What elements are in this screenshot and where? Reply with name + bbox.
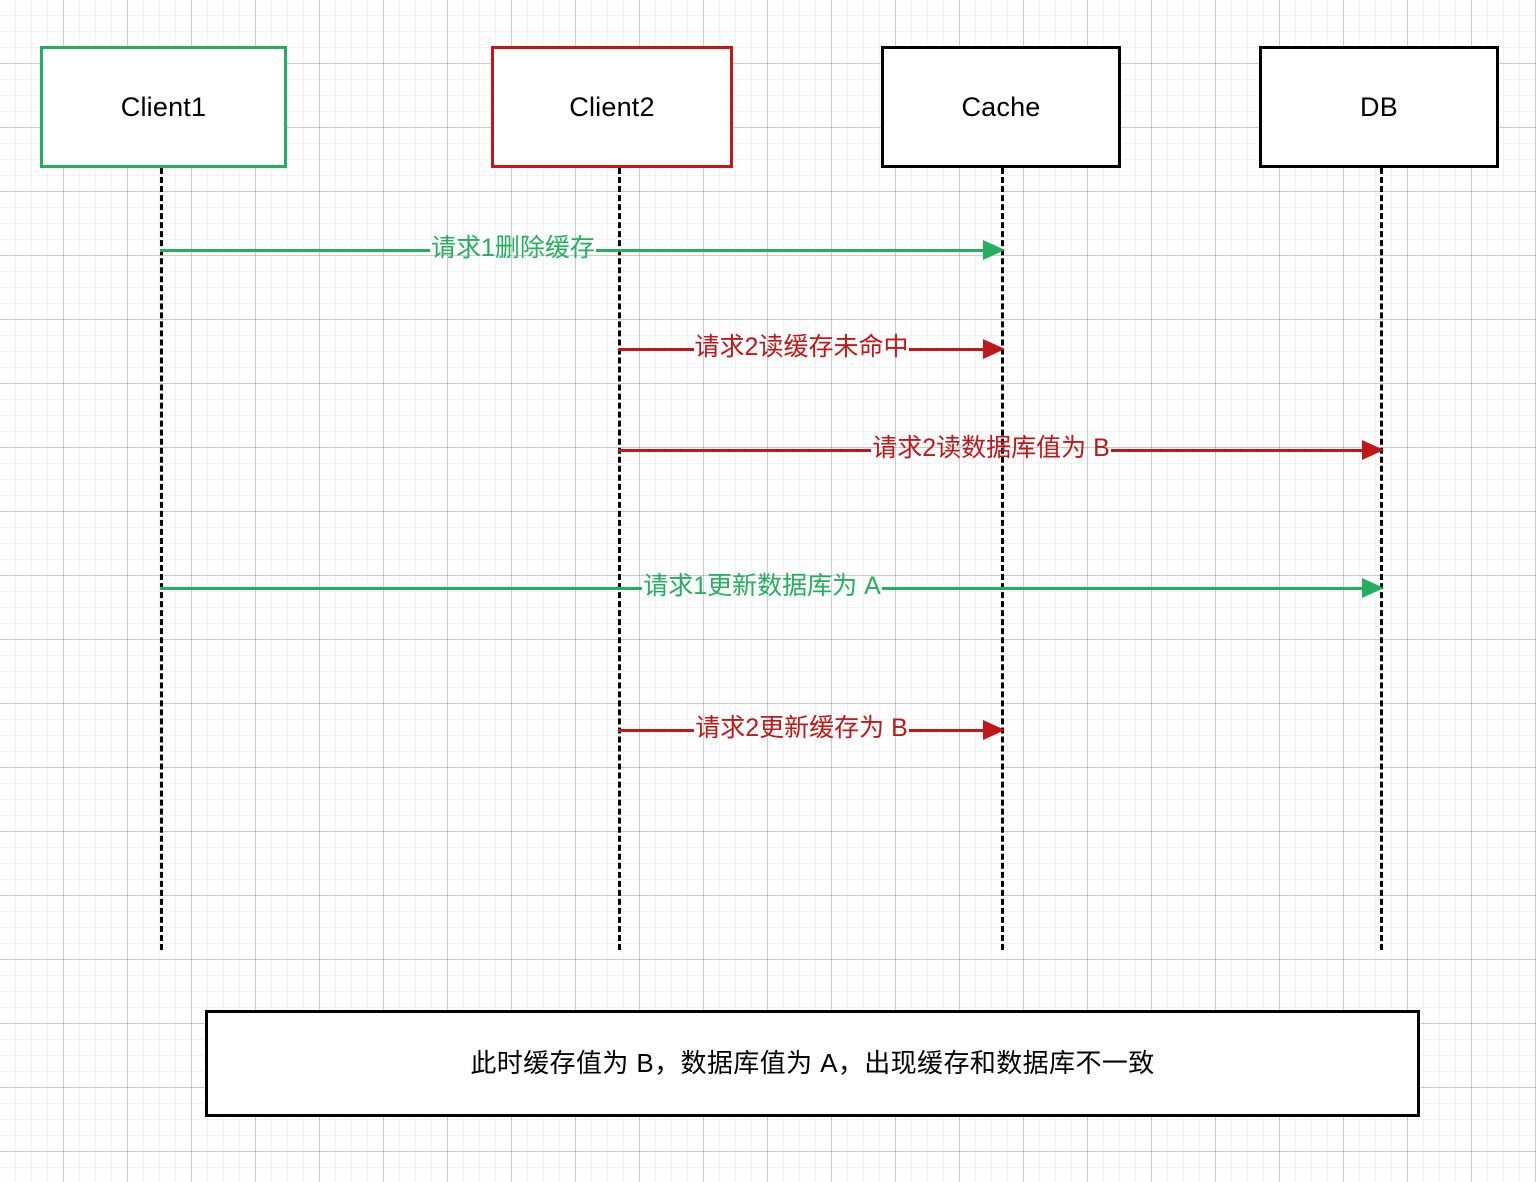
participant-box-cache[interactable]: Cache bbox=[881, 46, 1121, 168]
message-line-1b bbox=[595, 248, 985, 252]
participant-box-client2[interactable]: Client2 bbox=[491, 46, 733, 168]
participant-label-cache: Cache bbox=[961, 91, 1041, 122]
lifeline-client1 bbox=[160, 168, 163, 950]
message-arrow-4[interactable]: 请求1更新数据库为 A bbox=[160, 566, 1384, 610]
participant-label-db: DB bbox=[1360, 91, 1398, 122]
participant-box-client1[interactable]: Client1 bbox=[40, 46, 287, 168]
message-line-3b bbox=[1110, 448, 1364, 452]
message-line-5b bbox=[908, 728, 985, 732]
message-arrow-5[interactable]: 请求2更新缓存为 B bbox=[618, 708, 1005, 752]
message-line-1 bbox=[160, 248, 430, 252]
message-line-4 bbox=[160, 586, 643, 590]
note-box[interactable]: 此时缓存值为 B，数据库值为 A，出现缓存和数据库不一致 bbox=[205, 1010, 1420, 1117]
participant-box-db[interactable]: DB bbox=[1259, 46, 1499, 168]
message-label-4: 请求1更新数据库为 A bbox=[643, 571, 881, 600]
lifeline-cache bbox=[1001, 168, 1004, 950]
message-arrow-1[interactable]: 请求1删除缓存 bbox=[160, 228, 1005, 272]
participant-label-client2: Client2 bbox=[569, 91, 655, 122]
message-label-5: 请求2更新缓存为 B bbox=[695, 713, 908, 742]
message-label-1: 请求1删除缓存 bbox=[431, 233, 595, 262]
lifeline-client2 bbox=[618, 168, 621, 950]
message-label-3: 请求2读数据库值为 B bbox=[872, 433, 1110, 462]
note-text: 此时缓存值为 B，数据库值为 A，出现缓存和数据库不一致 bbox=[470, 1047, 1155, 1078]
message-line-5 bbox=[618, 728, 695, 732]
message-label-2: 请求2读缓存未命中 bbox=[694, 332, 909, 361]
message-line-4b bbox=[881, 586, 1364, 590]
message-line-2b bbox=[909, 347, 985, 351]
message-arrow-2[interactable]: 请求2读缓存未命中 bbox=[618, 327, 1005, 371]
message-line-2 bbox=[618, 347, 694, 351]
lifeline-db bbox=[1380, 168, 1383, 950]
participant-label-client1: Client1 bbox=[120, 91, 207, 122]
message-line-3 bbox=[618, 448, 872, 452]
